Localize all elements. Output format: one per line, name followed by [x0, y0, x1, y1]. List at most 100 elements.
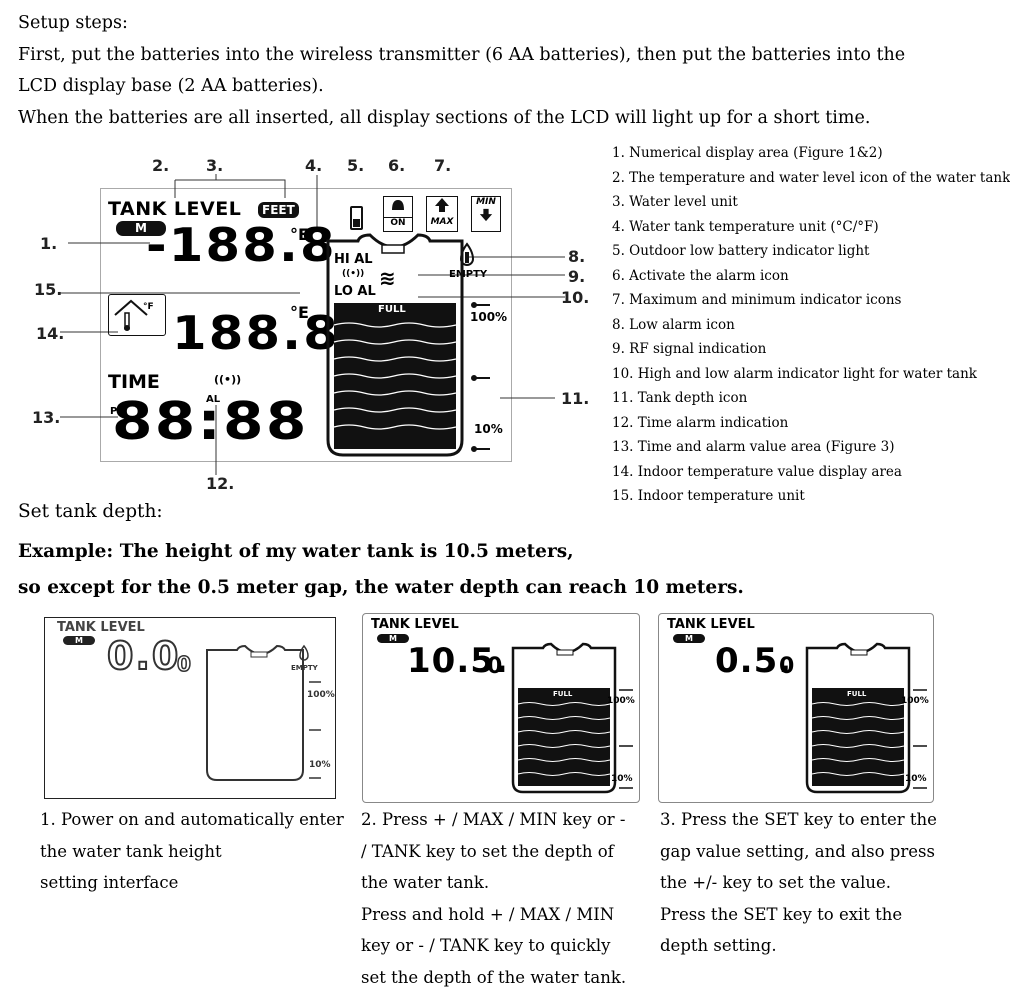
caption-line: setting interface — [40, 873, 179, 892]
caption-3: 3. Press the SET key to enter the gap va… — [660, 804, 937, 962]
callout-8: 8. — [568, 247, 586, 266]
callout-12: 12. — [206, 474, 235, 493]
house-icon — [114, 299, 148, 331]
callout-2: 2. — [152, 156, 170, 175]
callout-11: 11. — [561, 389, 590, 408]
time-digits: 88:88 — [112, 392, 309, 452]
panel-small-digit: 0 — [779, 654, 797, 679]
panel-pct-10: 10% — [611, 774, 633, 784]
rf-signal-icon: ≋ — [379, 266, 396, 290]
min-icon: MIN — [471, 196, 501, 232]
pct-10-label: 10% — [474, 422, 503, 436]
legend-item: 13. Time and alarm value area (Figure 3) — [612, 439, 895, 455]
caption-line: depth setting. — [660, 936, 777, 955]
legend-item: 6. Activate the alarm icon — [612, 267, 789, 284]
panel-small-digit: 0 — [487, 654, 505, 679]
example-line-1: Example: The height of my water tank is … — [18, 541, 574, 562]
legend-item: 1. Numerical display area (Figure 1&2) — [612, 145, 883, 161]
set-depth-heading: Set tank depth: — [18, 501, 163, 522]
caption-line: the water tank height — [40, 841, 222, 861]
caption-line: the +/- key to set the value. — [660, 873, 892, 892]
callout-3: 3. — [206, 156, 224, 175]
legend-item: 4. Water tank temperature unit (°C/°F) — [612, 218, 879, 235]
legend-list: 1. Numerical display area (Figure 1&2) 2… — [612, 141, 1010, 509]
caption-line: set the depth of the water tank. — [361, 967, 627, 987]
callout-15: 15. — [34, 280, 63, 299]
panel-tank-level: TANK LEVEL — [667, 617, 755, 632]
legend-item: 15. Indoor temperature unit — [612, 488, 805, 504]
panel-tank-icon — [206, 644, 321, 781]
callout-lines — [60, 174, 565, 475]
panel-digits: 0.5. — [715, 641, 793, 681]
hi-al-label: HI AL — [334, 252, 373, 267]
caption-line: Press and hold + / MAX / MIN — [361, 904, 615, 924]
panel-pct-10: 10% — [309, 760, 331, 770]
panel-low-alarm-icon — [299, 644, 309, 661]
caption-2: 2. Press + / MAX / MIN key or - / TANK k… — [361, 804, 626, 993]
panel-tank-level: TANK LEVEL — [371, 617, 459, 632]
caption-line: the water tank. — [361, 873, 490, 892]
unit-mid: °E — [290, 303, 309, 322]
setup-heading: Setup steps: — [18, 13, 128, 33]
legend-item: 8. Low alarm icon — [612, 316, 735, 333]
signal-small-icon: ((•)) — [214, 373, 242, 386]
panel-pct-100: 100% — [307, 690, 335, 700]
legend-item: 5. Outdoor low battery indicator light — [612, 243, 870, 259]
panel-full-label: FULL — [553, 690, 573, 698]
tank-depth-icon — [326, 233, 490, 457]
callout-6: 6. — [388, 156, 406, 175]
lo-al-label: LO AL — [334, 284, 376, 299]
callout-10: 10. — [561, 288, 590, 307]
caption-line: Press the SET key to exit the — [660, 904, 903, 924]
caption-line: 2. Press + / MAX / MIN key or - — [361, 810, 626, 829]
setup-line-3: When the batteries are all inserted, all… — [18, 107, 871, 128]
panel-empty-label: EMPTY — [291, 664, 318, 672]
setup-intro: Setup steps: First, put the batteries in… — [18, 8, 978, 134]
main-digits: -188.8 — [146, 218, 337, 272]
panel-tank-icon — [805, 642, 927, 794]
legend-item: 10. High and low alarm indicator light f… — [612, 365, 977, 382]
house-unit-label: °F — [143, 302, 154, 312]
rf-small-icon: ((•)) — [342, 269, 365, 279]
setting-panel-3: TANK LEVEL M 0.5. 0 FULL 100% 10% — [658, 613, 934, 803]
panel-digits: 0.0 — [106, 634, 181, 678]
caption-line: gap value setting, and also press — [660, 841, 935, 861]
callout-1: 1. — [40, 234, 58, 253]
pct-100-label: 100% — [470, 310, 508, 324]
callout-13: 13. — [32, 408, 61, 427]
m-badge: M — [116, 221, 166, 236]
al-label: AL — [206, 394, 221, 405]
tank-level-label: TANK LEVEL — [108, 198, 242, 220]
max-icon: MAX — [426, 196, 458, 232]
legend-item: 3. Water level unit — [612, 194, 738, 210]
caption-1: 1. Power on and automatically enter the … — [40, 804, 344, 899]
caption-line: key or - / TANK key to quickly — [361, 936, 611, 955]
legend-item: 12. Time alarm indication — [612, 414, 789, 431]
legend-item: 2. The temperature and water level icon … — [612, 169, 1010, 186]
setting-panel-2: TANK LEVEL M 10.5. 0 FULL 100% 10% — [362, 613, 640, 803]
callout-14: 14. — [36, 324, 65, 343]
panel-digits: 10.5. — [407, 641, 509, 681]
legend-item: 14. Indoor temperature value display are… — [612, 463, 902, 480]
bell-icon — [392, 200, 404, 210]
house-temperature-icon: °F — [108, 294, 166, 336]
caption-line: 1. Power on and automatically enter — [40, 810, 344, 829]
panel-pct-10: 10% — [905, 774, 927, 784]
lcd-frame — [100, 188, 512, 462]
example-text: Example: The height of my water tank is … — [18, 534, 744, 606]
panel-tank-icon — [511, 642, 633, 794]
legend-item: 7. Maximum and minimum indicator icons — [612, 292, 902, 308]
legend-item: 11. Tank depth icon — [612, 390, 748, 406]
indoor-digits: 188.8 — [172, 306, 340, 360]
panel-m-badge: M — [377, 634, 409, 643]
setting-panel-1: TANK LEVEL M 0.0 0 EMPTY 100% 10% — [44, 617, 336, 799]
callout-9: 9. — [568, 267, 586, 286]
callout-7: 7. — [434, 156, 452, 175]
callout-4: 4. — [305, 156, 323, 175]
panel-full-label: FULL — [847, 690, 867, 698]
panel-pct-100: 100% — [607, 696, 635, 706]
empty-label: EMPTY — [449, 269, 488, 280]
example-line-2: so except for the 0.5 meter gap, the wat… — [18, 577, 744, 598]
panel-small-digit: 0 — [176, 651, 193, 677]
feet-badge: FEET — [258, 202, 299, 218]
